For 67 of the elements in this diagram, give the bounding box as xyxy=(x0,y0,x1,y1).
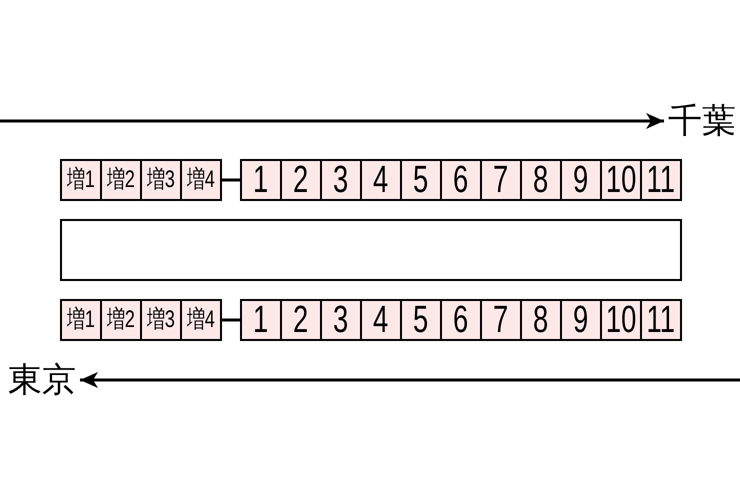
train-car xyxy=(60,159,102,201)
train-car xyxy=(480,159,522,201)
car-number: 増4 xyxy=(188,308,214,332)
train-car xyxy=(600,299,642,341)
car-number: 10 xyxy=(606,301,636,339)
car-number: 8 xyxy=(533,301,549,339)
car-number: 7 xyxy=(493,161,509,199)
train-car xyxy=(100,159,142,201)
car-number: 5 xyxy=(413,161,429,199)
train-car xyxy=(400,159,442,201)
train-car xyxy=(640,159,682,201)
platform xyxy=(60,219,682,281)
coupler-line xyxy=(222,318,240,322)
car-number: 6 xyxy=(453,301,469,339)
station-name: 千葉 xyxy=(664,102,740,140)
coupler-line xyxy=(222,178,240,182)
train-car xyxy=(560,159,602,201)
train-car xyxy=(440,299,482,341)
train-car xyxy=(180,299,222,341)
train-car xyxy=(360,159,402,201)
car-number: 11 xyxy=(646,161,676,199)
car-number: 増1 xyxy=(68,308,94,332)
train-car xyxy=(520,299,562,341)
train-car xyxy=(560,299,602,341)
arrow xyxy=(0,113,664,129)
train-car xyxy=(240,299,282,341)
car-number: 増1 xyxy=(68,168,94,192)
train-car xyxy=(600,159,642,201)
train-car xyxy=(240,159,282,201)
train-car xyxy=(320,159,362,201)
station-name: 東京 xyxy=(4,361,80,399)
train-car xyxy=(640,299,682,341)
car-number: 増3 xyxy=(148,308,174,332)
train-car xyxy=(280,299,322,341)
train-car xyxy=(140,299,182,341)
train-car xyxy=(180,159,222,201)
train-car xyxy=(440,159,482,201)
car-number: 3 xyxy=(333,161,349,199)
train-car xyxy=(140,159,182,201)
arrow xyxy=(80,372,740,388)
car-number: 9 xyxy=(573,161,589,199)
train-car xyxy=(400,299,442,341)
car-number: 増2 xyxy=(108,168,134,192)
car-number: 3 xyxy=(333,301,349,339)
car-number: 5 xyxy=(413,301,429,339)
train-car xyxy=(280,159,322,201)
train-car xyxy=(520,159,562,201)
car-number: 6 xyxy=(453,161,469,199)
car-number: 2 xyxy=(293,161,309,199)
car-number: 1 xyxy=(253,161,269,199)
car-number: 9 xyxy=(573,301,589,339)
car-number: 1 xyxy=(253,301,269,339)
car-number: 4 xyxy=(373,301,389,339)
car-number: 2 xyxy=(293,301,309,339)
train-car xyxy=(360,299,402,341)
train-car xyxy=(480,299,522,341)
car-number: 4 xyxy=(373,161,389,199)
car-number: 増3 xyxy=(148,168,174,192)
car-number: 11 xyxy=(646,301,676,339)
car-number: 10 xyxy=(606,161,636,199)
train-car xyxy=(60,299,102,341)
car-number: 増4 xyxy=(188,168,214,192)
train-car xyxy=(320,299,362,341)
train-car xyxy=(100,299,142,341)
car-number: 7 xyxy=(493,301,509,339)
car-number: 増2 xyxy=(108,308,134,332)
car-number: 8 xyxy=(533,161,549,199)
